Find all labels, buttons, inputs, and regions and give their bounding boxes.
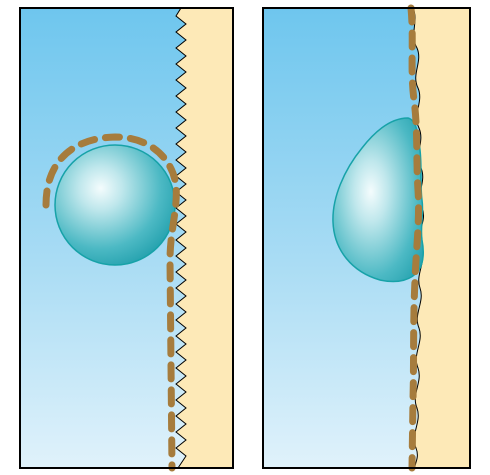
left-droplet xyxy=(55,145,175,265)
right-panel xyxy=(263,8,470,468)
left-substrate xyxy=(176,8,233,468)
left-panel xyxy=(20,8,233,468)
